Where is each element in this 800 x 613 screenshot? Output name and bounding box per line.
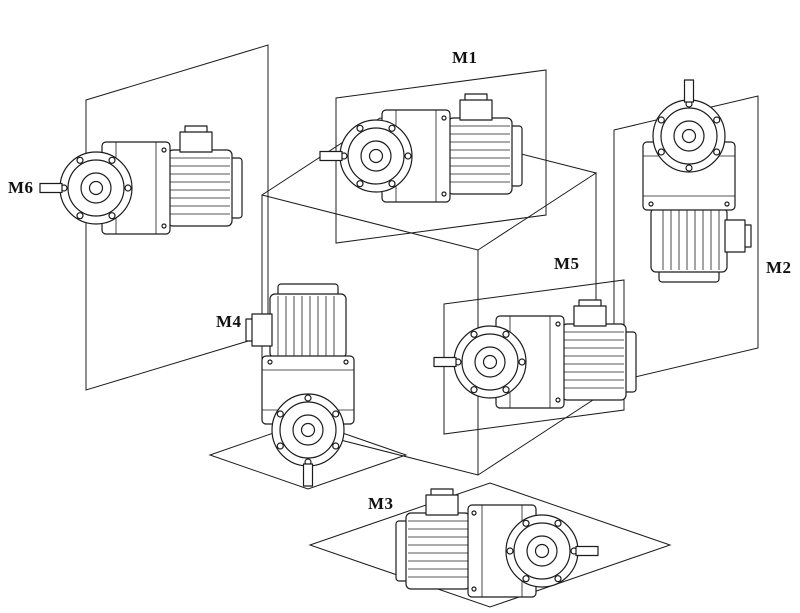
label-m1: M1 — [452, 48, 478, 67]
gearmotor-m1-drawing — [319, 93, 523, 203]
gearmotor-m5-drawing — [433, 299, 637, 409]
gearmotor-m6-drawing — [39, 125, 243, 235]
panel-m5 — [443, 279, 625, 435]
label-m2: M2 — [766, 258, 792, 277]
label-m5: M5 — [554, 254, 580, 273]
panel-m1 — [335, 69, 547, 244]
label-m3: M3 — [368, 494, 394, 513]
gearmotor-m3-drawing — [395, 488, 599, 598]
gearmotor-m4-drawing — [245, 283, 355, 487]
gearmotor-m2-drawing — [642, 79, 752, 283]
label-m4: M4 — [216, 312, 242, 331]
label-m6: M6 — [8, 178, 34, 197]
